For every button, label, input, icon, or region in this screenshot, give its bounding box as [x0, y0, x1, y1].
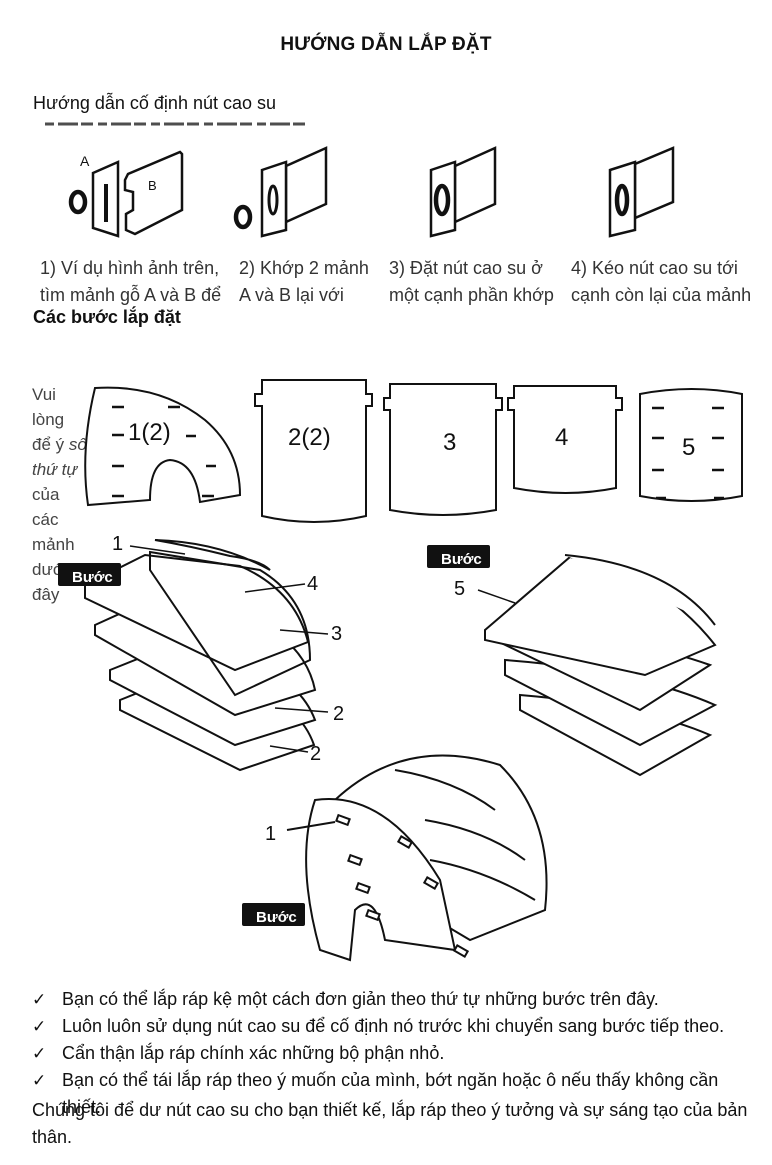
check-icon: ✓: [32, 990, 47, 1009]
closing-paragraph: Chúng tôi để dư nút cao su cho bạn thiết…: [32, 1100, 748, 1147]
piece-label-5: 5: [682, 434, 695, 461]
check-icon: ✓: [32, 1017, 47, 1036]
step1-diagram: 1 4 3 2 2: [84, 533, 344, 772]
tip-item: ✓ Bạn có thể lắp ráp kệ một cách đơn giả…: [32, 986, 762, 1013]
step1-callout-2a: 2: [333, 703, 344, 725]
step3-callout-1: 1: [265, 823, 276, 845]
step1-callout-1: 1: [112, 533, 123, 555]
piece-label-2: 2(2): [288, 424, 331, 451]
tip-item: ✓ Luôn luôn sử dụng nút cao su để cố địn…: [32, 1013, 762, 1040]
step3-diagram: 1: [265, 754, 548, 962]
step2-diagram: 5: [454, 554, 718, 777]
label-a: A: [80, 153, 90, 169]
tip-item: ✓ Bạn có thể tái lắp ráp theo ý muốn của…: [32, 1067, 762, 1121]
rubber-fig-4: [608, 146, 675, 238]
pieces-row: 1(2) 2(2) 3 4 5: [84, 379, 743, 523]
piece-4-outline: [507, 385, 623, 494]
step2-callout-5: 5: [454, 578, 465, 600]
label-b: B: [148, 178, 157, 193]
check-icon: ✓: [32, 1044, 47, 1063]
step1-callout-4: 4: [307, 573, 318, 595]
tip-item: ✓ Cẩn thận lắp ráp chính xác những bộ ph…: [32, 1040, 762, 1067]
tips-list: ✓ Bạn có thể lắp ráp kệ một cách đơn giả…: [32, 986, 762, 1121]
piece-label-4: 4: [555, 424, 568, 451]
rubber-section-heading: Hướng dẫn cố định nút cao su: [33, 93, 277, 113]
steps-heading: Các bước lắp đặt: [33, 307, 181, 327]
rubber-fig-2: [233, 146, 328, 238]
step1-callout-2b: 2: [310, 743, 321, 765]
piece-label-1: 1(2): [128, 419, 171, 446]
page-title: HƯỚNG DẪN LẮP ĐẶT: [280, 34, 492, 55]
piece-label-3: 3: [443, 429, 456, 456]
step-badge-1: Bước: [58, 563, 121, 586]
step-badge-3: Bước: [242, 903, 305, 926]
order-note: Vui lòng để ý số thứ tự của các mảnh dướ…: [32, 385, 87, 604]
step-badge-2: Bước: [427, 545, 490, 568]
piece-2-outline: [254, 379, 373, 523]
piece-3-outline: [383, 383, 503, 516]
rubber-fig-1: [68, 150, 184, 238]
rubber-illustrations: A B: [45, 122, 675, 238]
rubber-step-1: 1) Ví dụ hình ảnh trên,tìm mảnh gỗ A và …: [40, 258, 222, 305]
piece-1-outline: [84, 386, 242, 507]
step1-callout-3: 3: [331, 623, 342, 645]
check-icon: ✓: [32, 1071, 47, 1090]
rubber-fig-3: [429, 146, 497, 238]
piece-5-outline: [639, 388, 743, 502]
